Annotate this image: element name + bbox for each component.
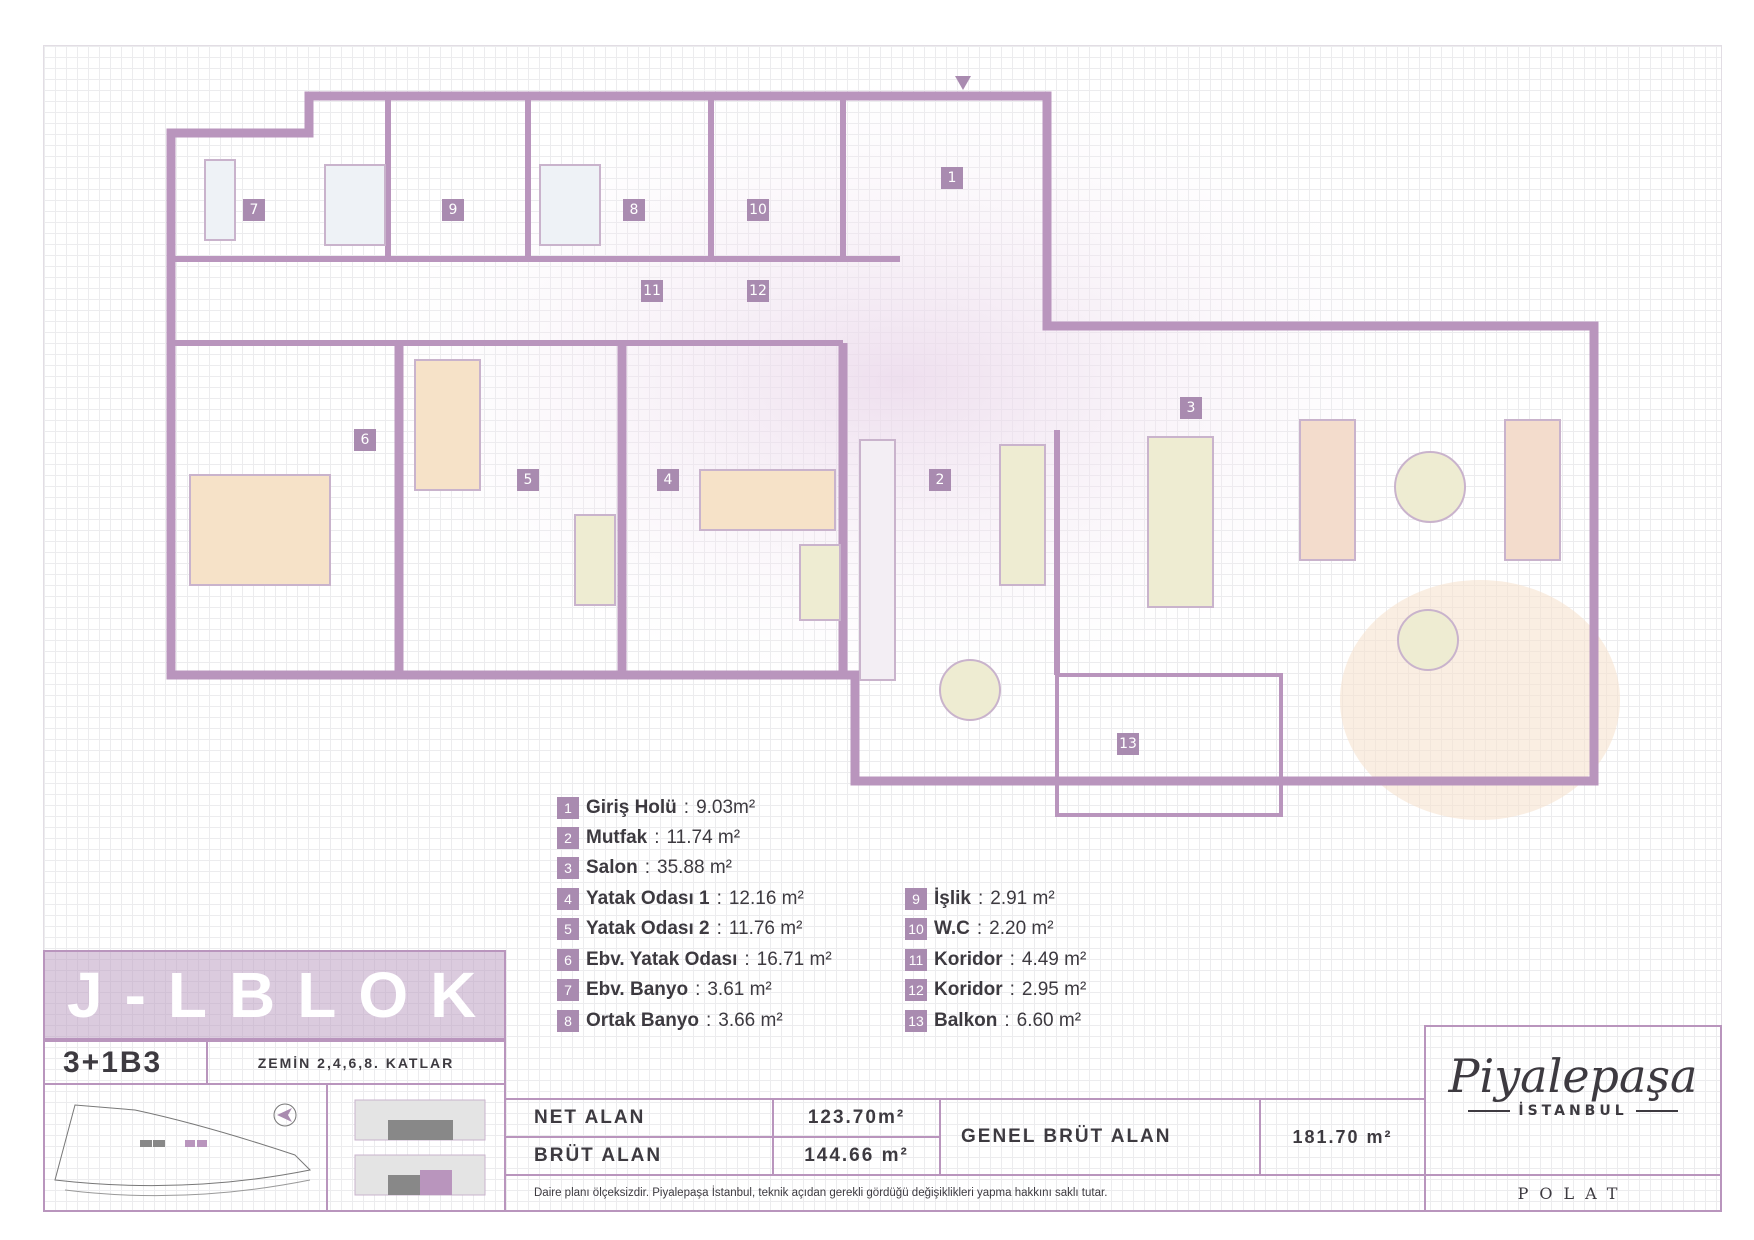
net-area-value: 123.70m² [772, 1098, 941, 1138]
bathtub [539, 164, 601, 246]
single-bed [414, 359, 481, 491]
net-area-label: NET ALAN [504, 1098, 774, 1138]
unit-type: 3+1B3 [43, 1040, 208, 1085]
disclaimer: Daire planı ölçeksizdir. Piyalepaşa İsta… [504, 1174, 1426, 1212]
divider [1468, 1110, 1511, 1112]
kitchen-counter [859, 439, 896, 681]
double-bed [189, 474, 331, 586]
north-compass-icon [273, 1103, 297, 1127]
logo-city: İSTANBUL [1518, 1103, 1628, 1119]
key-plan [326, 1083, 506, 1212]
watercolor-wash [380, 80, 1420, 680]
sofa [1504, 419, 1561, 561]
room-badge-2: 2 [929, 469, 951, 491]
room-badge-7: 7 [243, 199, 265, 221]
total-gross-area-label: GENEL BRÜT ALAN [939, 1098, 1261, 1176]
room-badge-9: 9 [442, 199, 464, 221]
dining-table [1147, 436, 1214, 608]
entrance-arrow-icon [955, 76, 971, 90]
logo-wordmark: Piyalepaşa [1448, 1049, 1698, 1103]
room-badge-6: 6 [354, 429, 376, 451]
brand-logo: Piyalepaşa İSTANBUL [1424, 1025, 1722, 1176]
coffee-table [1394, 451, 1466, 523]
room-badge-1: 1 [941, 167, 963, 189]
room-badge-4: 4 [657, 469, 679, 491]
round-table [939, 659, 1001, 721]
divider [1635, 1110, 1678, 1112]
room-badge-8: 8 [623, 199, 645, 221]
room-badge-13: 13 [1117, 733, 1139, 755]
floors-label: ZEMİN 2,4,6,8. KATLAR [206, 1040, 506, 1085]
kitchen-island [999, 444, 1046, 586]
room-badge-10: 10 [747, 199, 769, 221]
desk [799, 544, 841, 621]
block-title: J-LBLOK [43, 950, 506, 1040]
room-badge-11: 11 [641, 280, 663, 302]
sofa [1299, 419, 1356, 561]
gross-area-label: BRÜT ALAN [504, 1136, 774, 1176]
gross-area-value: 144.66 m² [772, 1136, 941, 1176]
shower [324, 164, 386, 246]
room-badge-12: 12 [747, 280, 769, 302]
room-badge-3: 3 [1180, 397, 1202, 419]
desk [574, 514, 616, 606]
side-table [1397, 609, 1459, 671]
single-bed [699, 469, 836, 531]
room-badge-5: 5 [517, 469, 539, 491]
site-plan-drawing [54, 1103, 312, 1197]
total-gross-area-value: 181.70 m² [1259, 1098, 1426, 1176]
sink [204, 159, 236, 241]
developer-name: POLAT [1424, 1174, 1722, 1212]
site-map [43, 1083, 328, 1212]
furniture [189, 159, 1561, 721]
walls [166, 91, 1599, 817]
